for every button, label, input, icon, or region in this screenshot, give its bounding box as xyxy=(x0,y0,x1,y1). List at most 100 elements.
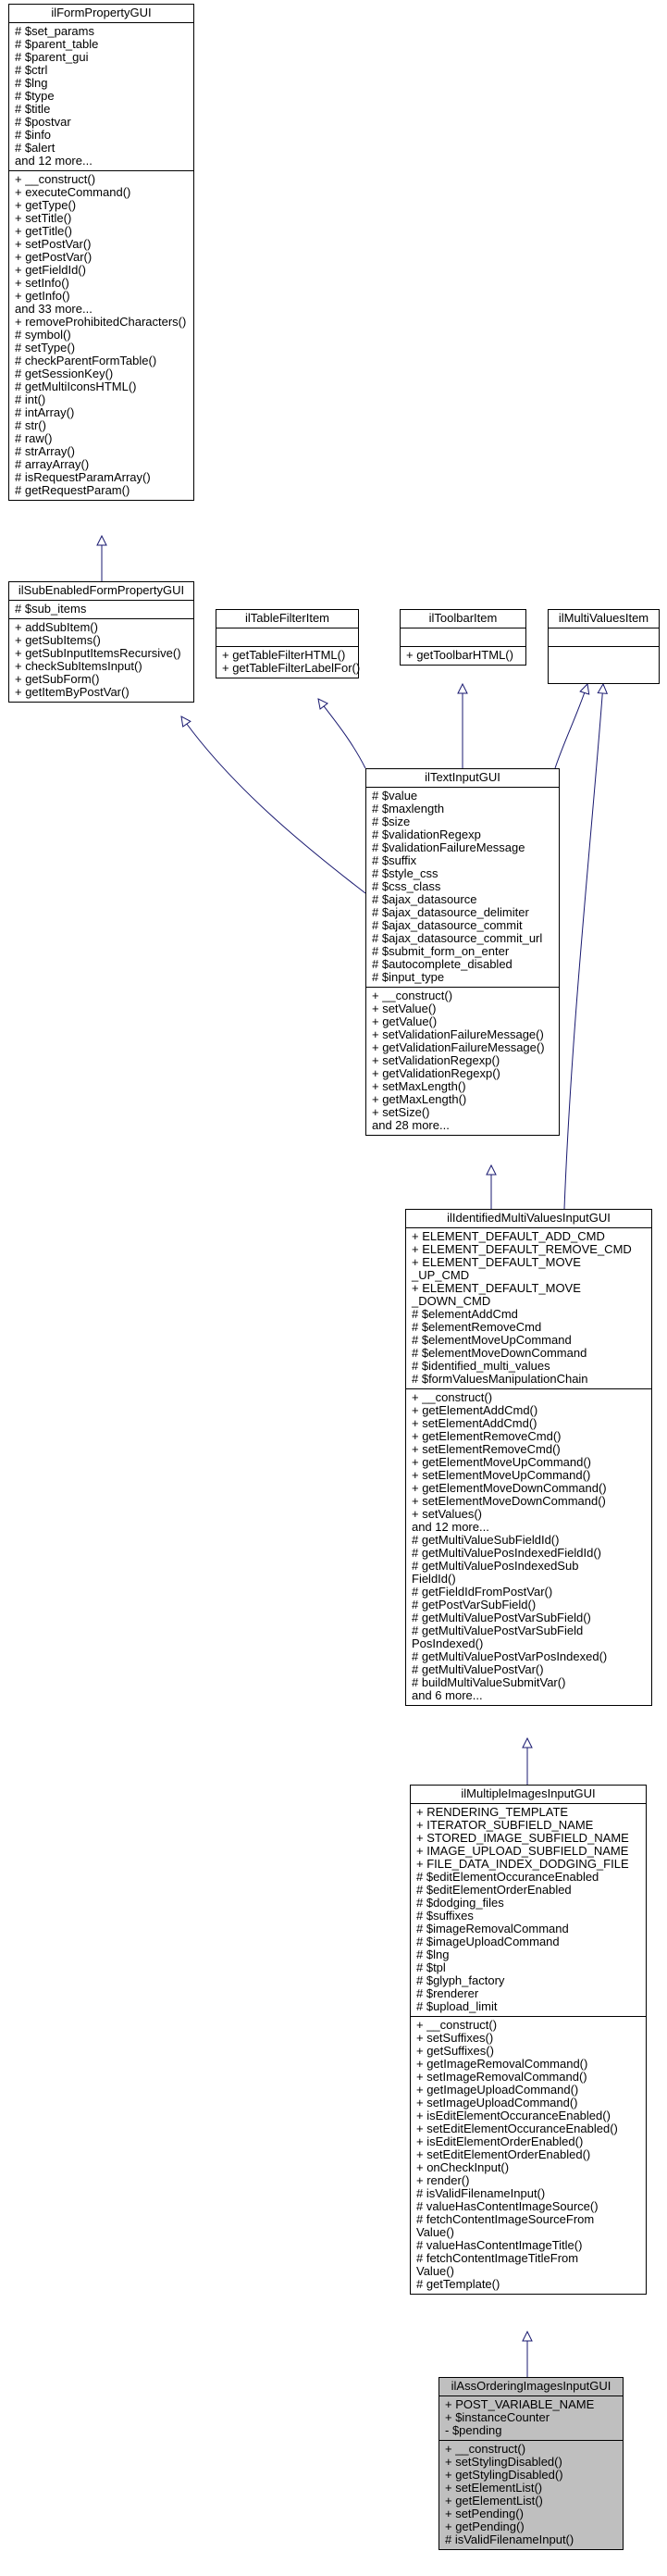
operation-line: + setImageUploadCommand() xyxy=(416,2096,578,2109)
attribute-line: + ELEMENT_DEFAULT_REMOVE_CMD xyxy=(412,1242,632,1256)
operation-line: + getValue() xyxy=(372,1014,438,1028)
class-name: ilToolbarItem xyxy=(401,610,525,628)
attribute-line: # $dodging_files xyxy=(416,1896,504,1910)
operation-line: + setValues() xyxy=(412,1507,482,1521)
operation-line: + isEditElementOccuranceEnabled() xyxy=(416,2109,611,2122)
attribute-line: # $editElementOrderEnabled xyxy=(416,1883,572,1897)
attribute-line: # $type xyxy=(15,89,55,103)
operation-line: # int() xyxy=(15,392,46,406)
attribute-line: # $set_params xyxy=(15,24,94,38)
attribute-line: + ELEMENT_DEFAULT_MOVE _DOWN_CMD xyxy=(412,1281,581,1308)
operation-line: + getValidationFailureMessage() xyxy=(372,1040,545,1054)
attribute-line: # $info xyxy=(15,128,52,142)
attribute-line: # $lng xyxy=(416,1948,450,1961)
attribute-line: # $suffixes xyxy=(416,1909,474,1923)
class-box-ilToolbarItem[interactable]: ilToolbarItem + getToolbarHTML() xyxy=(400,609,526,666)
operation-line: + getMaxLength() xyxy=(372,1092,467,1106)
operation-line: + __construct() xyxy=(15,172,96,186)
operation-line: + getElementAddCmd() xyxy=(412,1403,538,1417)
operation-line: + getPending() xyxy=(445,2520,525,2533)
class-attributes xyxy=(549,628,659,647)
operation-line: + getInfo() xyxy=(15,289,70,303)
operation-line: # getMultiValuePostVarSubField PosIndexe… xyxy=(412,1624,584,1650)
operation-line: + setMaxLength() xyxy=(372,1079,466,1093)
attribute-line: # $autocomplete_disabled xyxy=(372,957,513,971)
operation-line: + setSize() xyxy=(372,1105,430,1119)
operation-line: + getTitle() xyxy=(15,224,73,238)
operation-line: and 6 more... xyxy=(412,1688,483,1702)
class-attributes: # $value# $maxlength# $size# $validation… xyxy=(366,788,559,988)
attribute-line: # $glyph_factory xyxy=(416,1973,505,1987)
operation-line: # str() xyxy=(15,418,46,432)
class-box-ilTableFilterItem[interactable]: ilTableFilterItem + getTableFilterHTML()+… xyxy=(216,609,361,678)
operation-line: + getSubInputItemsRecursive() xyxy=(15,646,181,660)
class-operations: + __construct()+ getElementAddCmd()+ set… xyxy=(406,1389,651,1705)
operation-line: + executeCommand() xyxy=(15,185,131,199)
operation-line: + setElementMoveDownCommand() xyxy=(412,1494,606,1508)
operation-line: # getMultiIconsHTML() xyxy=(15,380,137,393)
class-box-ilFormPropertyGUI[interactable]: ilFormPropertyGUI# $set_params# $parent_… xyxy=(8,4,194,501)
operation-line: + getFieldId() xyxy=(15,263,86,277)
operation-line: # getTemplate() xyxy=(416,2277,500,2291)
operation-line: # arrayArray() xyxy=(15,457,90,471)
operation-line: + setValidationRegexp() xyxy=(372,1053,500,1067)
operation-line: + setElementMoveUpCommand() xyxy=(412,1468,591,1482)
attribute-line: # $ajax_datasource_delimiter xyxy=(372,905,529,919)
attribute-line: # $elementRemoveCmd xyxy=(412,1320,542,1334)
operation-line: # getMultiValuePostVarPosIndexed() xyxy=(412,1649,608,1663)
operation-line: # getRequestParam() xyxy=(15,483,130,497)
attribute-line: + ITERATOR_SUBFIELD_NAME xyxy=(416,1818,594,1832)
attribute-line: + STORED_IMAGE_SUBFIELD_NAME xyxy=(416,1831,629,1845)
operation-line: + addSubItem() xyxy=(15,620,98,634)
operation-line: + setEditElementOccuranceEnabled() xyxy=(416,2122,618,2135)
class-operations: + __construct()+ executeCommand()+ getTy… xyxy=(9,171,193,500)
class-box-ilSubEnabledFormPropertyGUI[interactable]: ilSubEnabledFormPropertyGUI# $sub_items+… xyxy=(8,581,194,703)
class-box-ilMultipleImagesInputGUI[interactable]: ilMultipleImagesInputGUI+ RENDERING_TEMP… xyxy=(410,1785,647,2295)
operation-line: # checkParentFormTable() xyxy=(15,354,157,367)
operation-line: + setSuffixes() xyxy=(416,2031,494,2045)
operation-line: + getElementList() xyxy=(445,2494,543,2508)
operation-line: + getToolbarHTML() xyxy=(406,648,513,662)
operation-line: # intArray() xyxy=(15,405,75,419)
operation-line: # getMultiValuePosIndexedSub FieldId() xyxy=(412,1559,579,1586)
class-name: ilIdentifiedMultiValuesInputGUI xyxy=(406,1210,651,1228)
class-attributes xyxy=(401,628,525,647)
class-box-ilAssOrderingImagesInputGUI[interactable]: ilAssOrderingImagesInputGUI+ POST_VARIAB… xyxy=(438,2377,624,2550)
attribute-line: # $sub_items xyxy=(15,602,87,616)
operation-line: + setValidationFailureMessage() xyxy=(372,1027,544,1041)
attribute-line: # $input_type xyxy=(372,970,445,984)
operation-line: and 12 more... xyxy=(412,1520,489,1534)
attribute-line: # $tpl xyxy=(416,1960,446,1974)
class-operations: + getTableFilterHTML()+ getTableFilterLa… xyxy=(216,647,361,678)
operation-line: + setEditElementOrderEnabled() xyxy=(416,2147,591,2161)
class-attributes: # $set_params# $parent_table# $parent_gu… xyxy=(9,23,193,171)
attribute-line: # $css_class xyxy=(372,879,441,893)
attribute-line: and 12 more... xyxy=(15,154,93,168)
class-box-ilTextInputGUI[interactable]: ilTextInputGUI# $value# $maxlength# $siz… xyxy=(365,768,560,1136)
attribute-line: + ELEMENT_DEFAULT_MOVE _UP_CMD xyxy=(412,1255,581,1282)
operation-line: # fetchContentImageTitleFrom Value() xyxy=(416,2251,579,2278)
operation-line: # isValidFilenameInput() xyxy=(445,2532,574,2546)
attribute-line: # $imageUploadCommand xyxy=(416,1935,560,1948)
attribute-line: # $title xyxy=(15,102,51,116)
operation-line: + getSuffixes() xyxy=(416,2044,494,2058)
operation-line: + getType() xyxy=(15,198,77,212)
operation-line: # getMultiValuePosIndexedFieldId() xyxy=(412,1546,601,1560)
class-attributes xyxy=(216,628,358,647)
operation-line: + render() xyxy=(416,2173,470,2187)
class-box-ilIdentifiedMultiValuesInputGUI[interactable]: ilIdentifiedMultiValuesInputGUI + ELEMENT… xyxy=(405,1209,652,1706)
operation-line: + getTableFilterLabelFor() xyxy=(222,661,361,675)
operation-line: + getImageUploadCommand() xyxy=(416,2083,579,2097)
attribute-line: # $imageRemovalCommand xyxy=(416,1922,569,1935)
attribute-line: # $ctrl xyxy=(15,63,48,77)
attribute-line: # $parent_gui xyxy=(15,50,89,64)
attribute-line: # $formValuesManipulationChain xyxy=(412,1372,588,1386)
operation-line: + setElementRemoveCmd() xyxy=(412,1442,561,1456)
attribute-line: - $pending xyxy=(445,2423,502,2437)
class-name: ilTableFilterItem xyxy=(216,610,358,628)
class-box-ilMultiValuesItem[interactable]: ilMultiValuesItem xyxy=(548,609,660,684)
operation-line: + getValidationRegexp() xyxy=(372,1066,500,1080)
operation-line: # getMultiValueSubFieldId() xyxy=(412,1533,560,1547)
attribute-line: # $style_css xyxy=(372,866,438,880)
attribute-line: # $editElementOccuranceEnabled xyxy=(416,1870,599,1884)
